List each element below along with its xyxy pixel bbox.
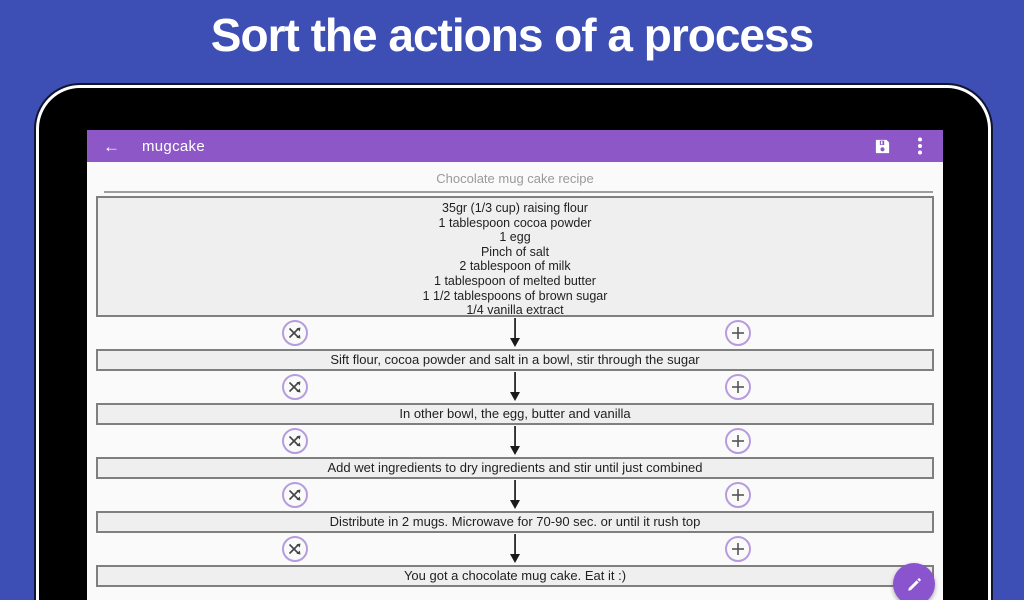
- shuffle-icon: [288, 489, 301, 501]
- app-screen: ← mugcake Chocolate mug cake recipe 35gr…: [87, 130, 943, 600]
- arrow-down-icon: [508, 318, 522, 353]
- page-title: Sort the actions of a process: [210, 9, 814, 61]
- step-box[interactable]: Add wet ingredients to dry ingredients a…: [96, 457, 934, 479]
- overflow-menu-icon[interactable]: [909, 135, 931, 157]
- recipe-title: Chocolate mug cake recipe: [436, 171, 594, 186]
- shuffle-icon: [288, 435, 301, 447]
- connector-row: [87, 371, 943, 403]
- plus-icon: [731, 543, 744, 555]
- ingredient-line: Pinch of salt: [480, 244, 550, 259]
- step-box[interactable]: Sift flour, cocoa powder and salt in a b…: [96, 349, 934, 371]
- app-bar: ← mugcake: [87, 130, 943, 162]
- shuffle-icon: [288, 381, 301, 393]
- ingredient-line: 2 tablespoon of milk: [459, 259, 571, 274]
- plus-icon: [731, 327, 744, 339]
- swap-steps-button[interactable]: [282, 374, 308, 400]
- shuffle-icon: [288, 327, 301, 339]
- recipe-title-divider: [104, 191, 933, 193]
- swap-steps-button[interactable]: [282, 536, 308, 562]
- ingredient-line: 1 tablespoon of melted butter: [434, 273, 596, 288]
- arrow-down-icon: [508, 372, 522, 407]
- step-box[interactable]: In other bowl, the egg, butter and vanil…: [96, 403, 934, 425]
- shuffle-icon: [288, 543, 301, 555]
- swap-steps-button[interactable]: [282, 320, 308, 346]
- step-box[interactable]: You got a chocolate mug cake. Eat it :): [96, 565, 934, 587]
- plus-icon: [731, 489, 744, 501]
- edit-fab-button[interactable]: [893, 563, 935, 600]
- plus-icon: [731, 435, 744, 447]
- save-icon[interactable]: [871, 135, 893, 157]
- arrow-down-icon: [508, 480, 522, 515]
- connector-row: [87, 479, 943, 511]
- ingredients-box[interactable]: 35gr (1/3 cup) raising flour 1 tablespoo…: [96, 196, 934, 317]
- swap-steps-button[interactable]: [282, 428, 308, 454]
- ingredient-line: 35gr (1/3 cup) raising flour: [442, 201, 588, 215]
- ingredient-line: 1 1/2 tablespoons of brown sugar: [422, 288, 608, 303]
- add-step-button[interactable]: [724, 482, 751, 508]
- ingredient-line: 1/4 vanilla extract: [466, 303, 564, 318]
- ingredient-line: 1 egg: [499, 230, 531, 245]
- add-step-button[interactable]: [724, 536, 751, 562]
- appbar-title: mugcake: [142, 137, 205, 155]
- connector-row: [87, 425, 943, 457]
- add-step-button[interactable]: [724, 320, 751, 346]
- back-arrow-icon[interactable]: ←: [103, 136, 120, 156]
- connector-row: [87, 533, 943, 565]
- pencil-icon: [907, 577, 921, 591]
- swap-steps-button[interactable]: [282, 482, 308, 508]
- ingredient-line: 1 tablespoon cocoa powder: [438, 215, 592, 230]
- add-step-button[interactable]: [724, 428, 751, 454]
- step-box[interactable]: Distribute in 2 mugs. Microwave for 70-9…: [96, 511, 934, 533]
- add-step-button[interactable]: [724, 374, 751, 400]
- connector-row: [87, 317, 943, 349]
- plus-icon: [731, 381, 744, 393]
- arrow-down-icon: [508, 426, 522, 461]
- arrow-down-icon: [508, 534, 522, 569]
